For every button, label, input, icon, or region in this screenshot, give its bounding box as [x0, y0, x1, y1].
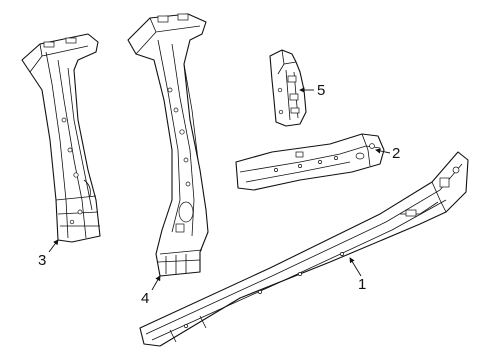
callout-5-group: 5	[299, 82, 325, 99]
callout-1-leader	[349, 257, 362, 277]
part-4-b-pillar	[127, 13, 209, 277]
callout-1-group: 1	[349, 257, 366, 293]
callout-2-label: 2	[392, 145, 400, 162]
callout-2-leader	[375, 148, 391, 154]
part-1-rocker-panel	[139, 151, 469, 347]
part-2-rocker-reinforcement	[235, 133, 385, 191]
callout-4-leader	[151, 275, 161, 291]
callout-2-group: 2	[375, 145, 400, 162]
callout-3-leader	[48, 239, 59, 253]
callout-4-label: 4	[141, 290, 149, 307]
callout-1-label: 1	[358, 276, 366, 293]
callout-4-group: 4	[141, 275, 161, 307]
callout-5-label: 5	[317, 82, 325, 99]
callout-3-group: 3	[38, 239, 59, 269]
callout-3-label: 3	[38, 252, 46, 269]
part-3-pillar-reinforcement	[21, 33, 101, 243]
part-5-bracket	[269, 49, 307, 127]
